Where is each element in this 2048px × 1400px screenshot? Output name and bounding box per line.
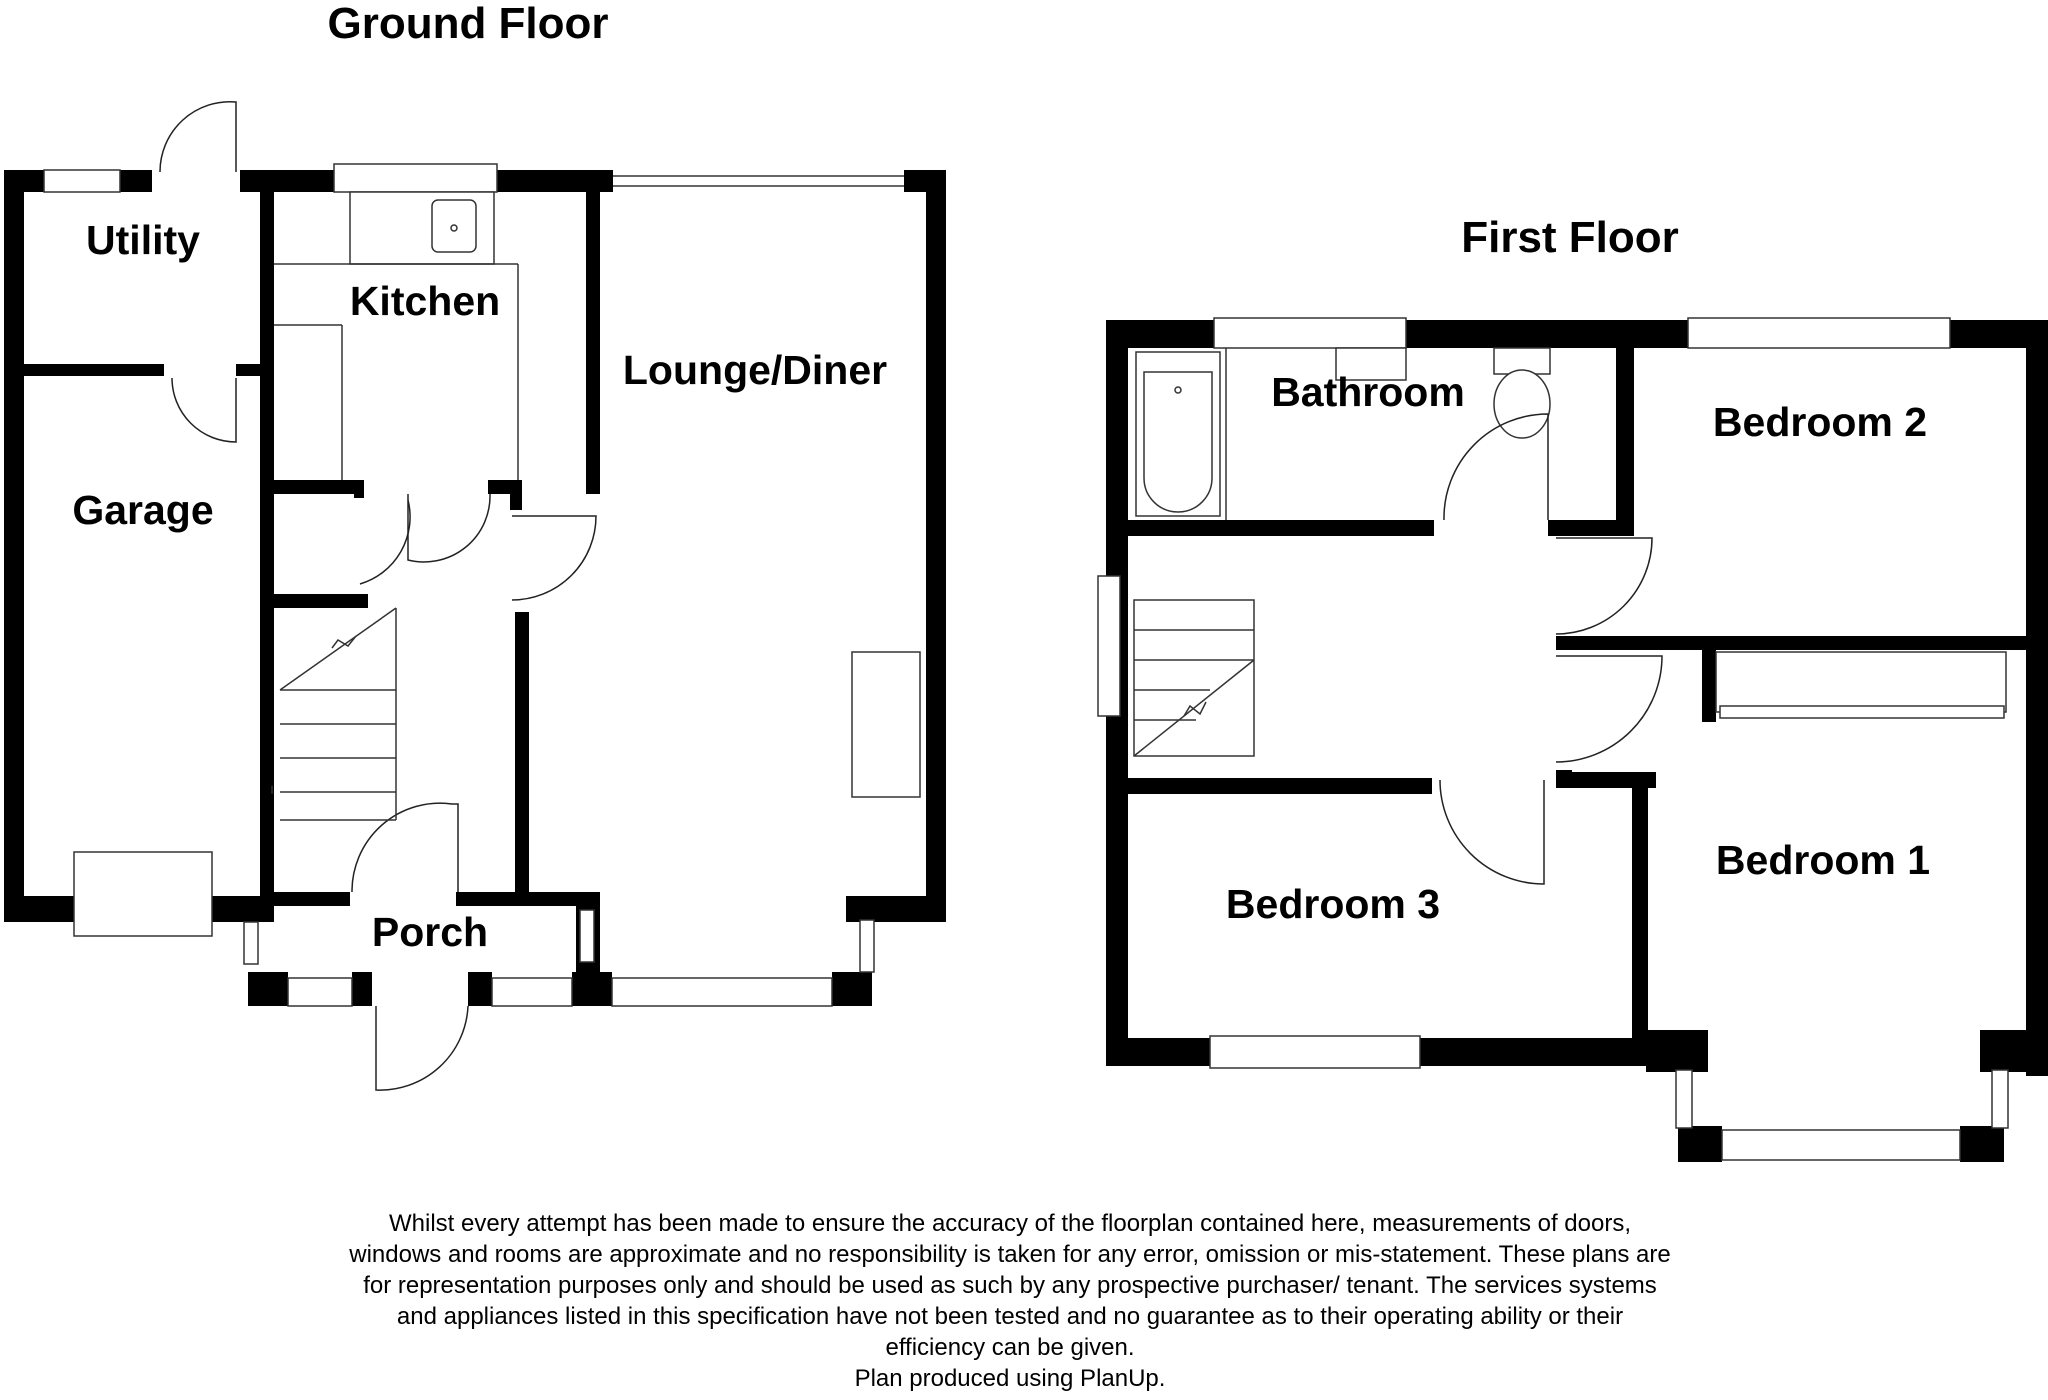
- porch-east-window: [579, 909, 595, 963]
- fireplace-icon: [851, 651, 921, 798]
- utility-north-wall-mid: [120, 170, 152, 192]
- kitchen-north-wall-right: [497, 170, 613, 192]
- bed1-bay-window: [1721, 1129, 1961, 1161]
- wardrobe: [1715, 651, 2007, 713]
- lounge-door: [511, 515, 597, 601]
- bed1-bay-east: [1980, 1030, 2048, 1072]
- room-label-bedroom-3: Bedroom 3: [1226, 881, 1440, 927]
- porch-window-left: [287, 977, 353, 1007]
- lounge-east-wall: [926, 170, 946, 922]
- porch-south-wall-mid: [352, 972, 372, 1006]
- cupboard-door: [359, 499, 411, 585]
- ff-south-wall-left: [1106, 1038, 1210, 1066]
- room-label-bedroom-2: Bedroom 2: [1713, 399, 1927, 445]
- bed1-bay-south-left: [1678, 1126, 1722, 1162]
- bathroom-south-wall: [1128, 520, 1434, 536]
- disclaimer-credit: Plan produced using PlanUp.: [854, 1365, 1166, 1392]
- bed1-bay-side-window-left: [1675, 1069, 1693, 1129]
- lounge-bay-window: [611, 977, 833, 1007]
- bed1-bay-south-right: [1960, 1126, 2004, 1162]
- porch-north-wall-right: [456, 892, 600, 906]
- landing-window: [1097, 575, 1121, 717]
- first-stairs: [1133, 599, 1255, 757]
- ground-floor-plan: [4, 100, 946, 1091]
- utility-garage-wall-left: [24, 364, 164, 376]
- ff-north-wall-mid: [1406, 320, 1688, 348]
- bed2-south-wall: [1556, 636, 2026, 650]
- lounge-south-wall-right: [846, 896, 946, 922]
- ff-east-wall: [2026, 320, 2048, 1076]
- kitchen-door: [407, 493, 491, 563]
- first-floor-title: First Floor: [1461, 213, 1679, 262]
- disclaimer: Whilst every attempt has been made to en…: [250, 1208, 1770, 1394]
- kitchen-lounge-wall: [586, 170, 600, 494]
- kitchen-window: [333, 163, 498, 193]
- bed2-window: [1687, 317, 1951, 349]
- bed3-bed1-wall: [1632, 772, 1648, 1038]
- room-label-bedroom-1: Bedroom 1: [1716, 837, 1930, 883]
- lounge-bay-south-wall: [832, 972, 872, 1006]
- room-label-lounge-diner: Lounge/Diner: [623, 347, 887, 393]
- bed1-door: [1555, 655, 1663, 763]
- porch-window-right: [491, 977, 573, 1007]
- disclaimer-line: for representation purposes only and sho…: [363, 1272, 1657, 1299]
- bed1-bay-side-window-right: [1991, 1069, 2009, 1129]
- room-label-garage: Garage: [72, 487, 213, 533]
- room-label-utility: Utility: [86, 217, 200, 263]
- lounge-bay-side-window: [859, 919, 875, 973]
- first-floor-plan: [1097, 317, 2048, 1162]
- garage-south-wall-left: [4, 896, 74, 922]
- porch-west-window: [243, 921, 259, 965]
- bathroom-window: [1213, 317, 1407, 349]
- basin-icon: [1335, 347, 1407, 381]
- utility-window: [43, 169, 121, 193]
- wardrobe-doors: [1719, 705, 2005, 719]
- bed2-door: [1555, 537, 1653, 635]
- disclaimer-line: and appliances listed in this specificat…: [396, 1303, 1624, 1330]
- porch-south-wall-left: [248, 972, 288, 1006]
- bathroom-south-wall-right: [1548, 520, 1634, 536]
- porch-north-wall-left: [274, 892, 350, 906]
- bed3-door: [1439, 779, 1545, 885]
- hall-lounge-wall: [515, 612, 529, 896]
- lounge-door-jamb: [510, 480, 522, 510]
- utility-north-wall-left: [4, 170, 44, 192]
- ground-floor-title: Ground Floor: [327, 0, 608, 48]
- garage-hall-wall: [260, 170, 274, 922]
- bed1-bay-west: [1646, 1030, 1708, 1072]
- room-label-porch: Porch: [372, 909, 488, 955]
- garage-west-wall: [4, 170, 24, 922]
- bathroom-door: [1443, 413, 1549, 521]
- front-door: [375, 1005, 469, 1091]
- utility-external-door: [159, 100, 237, 173]
- bed1-north-wall: [1556, 772, 1656, 788]
- utility-garage-wall-right: [236, 364, 260, 376]
- room-label-bathroom: Bathroom: [1271, 369, 1465, 415]
- porch-inner-door: [351, 802, 459, 893]
- bathroom-bed2-wall: [1616, 348, 1634, 520]
- disclaimer-line: efficiency can be given.: [885, 1334, 1135, 1361]
- kitchen-sink-icon: [431, 199, 477, 253]
- stairs-north-wall: [274, 594, 368, 608]
- wardrobe-west-wall: [1702, 636, 1716, 722]
- bed3-window: [1209, 1035, 1421, 1069]
- toilet-icon: [1493, 369, 1551, 439]
- garage-door: [73, 851, 213, 937]
- ground-stairs: [271, 607, 397, 821]
- disclaimer-line: Whilst every attempt has been made to en…: [388, 1210, 1631, 1237]
- kitchen-south-wall-left: [274, 480, 354, 494]
- room-label-kitchen: Kitchen: [350, 278, 500, 324]
- porch-south-wall-right: [468, 972, 492, 1006]
- utility-garage-door: [171, 377, 237, 443]
- bath-basin: [1143, 371, 1213, 513]
- bed3-north-wall: [1128, 778, 1432, 794]
- disclaimer-line: windows and rooms are approximate and no…: [349, 1241, 1671, 1268]
- kitchen-door-jamb-left: [354, 480, 364, 498]
- ff-north-wall-left: [1106, 320, 1214, 348]
